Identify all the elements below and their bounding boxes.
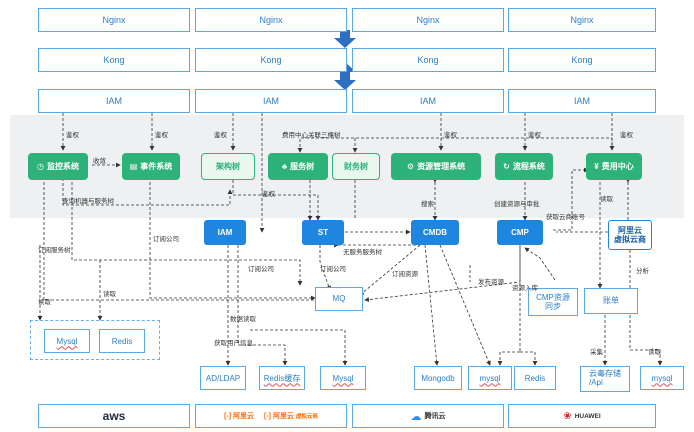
mysql-mid: Mysql	[320, 366, 366, 390]
cost-center: ¥ 费用中心	[586, 153, 642, 180]
label-no-service-tree: 无服务服务树	[343, 249, 382, 256]
mysql-cmdb: mysql	[468, 366, 512, 390]
label-publish-resource: 发布资源	[478, 279, 504, 286]
label-analyze: 分析	[636, 268, 649, 275]
process-system: ↻ 流程系统	[495, 153, 553, 180]
cloud-storage-api: 云毒存储 /Api	[580, 366, 630, 392]
label-sub-service-tree: 订阅服务树	[38, 247, 71, 254]
label-read-1: 读取	[600, 196, 613, 203]
tree-icon: ♣	[281, 162, 288, 171]
aws-cloud: aws	[38, 404, 190, 428]
huawei-label: HUAWEI	[574, 412, 601, 420]
iam-top-box-3: IAM	[352, 89, 504, 113]
label-auth-5: 鉴权	[528, 132, 541, 139]
label-converge: 收敛	[93, 158, 106, 165]
aliyun-bracket-icon: [-]	[224, 413, 232, 420]
nginx-box-1: Nginx	[38, 8, 190, 32]
label-auth-2: 鉴权	[155, 132, 168, 139]
label-resource-in: 资源入库	[512, 285, 538, 292]
label-sub-resource: 订阅资源	[392, 271, 418, 278]
nginx-box-3: Nginx	[352, 8, 504, 32]
iam-core: IAM	[204, 220, 246, 245]
monitor-system: ◷ 监控系统	[28, 153, 88, 180]
resource-mgmt-system: ⚙ 资源管理系统	[391, 153, 481, 180]
redis-left: Redis	[99, 329, 145, 353]
label-auth-4: 鉴权	[444, 132, 457, 139]
aliyun-label-1: 阿里云	[233, 413, 255, 420]
label-sub-company: 订阅公司	[153, 236, 179, 243]
iam-top-box-4: IAM	[508, 89, 656, 113]
iam-top-box-1: IAM	[38, 89, 190, 113]
label-collect: 采集	[590, 349, 603, 356]
cost-center-label: 费用中心	[601, 162, 634, 171]
aliyun-label-2: 阿里云	[272, 413, 294, 420]
aliyun-logo-2: [-] 阿里云 虚拟云商	[264, 411, 318, 421]
label-search: 搜索	[421, 201, 434, 208]
kong-box-2: Kong	[195, 48, 347, 72]
process-system-label: 流程系统	[512, 162, 545, 171]
iam-top-box-2: IAM	[195, 89, 347, 113]
nginx-box-2: Nginx	[195, 8, 347, 32]
ad-ldap: AD/LDAP	[200, 366, 246, 390]
mq-box: MQ	[315, 287, 363, 311]
label-auth-3: 鉴权	[214, 132, 227, 139]
bill-box: 账单	[584, 288, 638, 314]
cmdb-core: CMDB	[411, 220, 459, 245]
label-read-4: 读取	[648, 349, 661, 356]
aliyun-bracket-icon-2: [-]	[264, 413, 272, 420]
service-tree-label: 服务树	[290, 162, 315, 171]
resource-mgmt-label: 资源管理系统	[417, 162, 466, 171]
redis-cmdb: Redis	[514, 366, 556, 390]
label-create-approve: 创建资源与审批	[494, 201, 540, 208]
arch-tree: 架构树	[201, 153, 255, 180]
mysql-right: mysql	[640, 366, 684, 390]
kong-box-1: Kong	[38, 48, 190, 72]
huawei-flower-icon: ❀	[563, 410, 572, 422]
label-query-machine: 查询机器与服务树	[62, 198, 114, 205]
label-auth-st: 鉴权	[262, 191, 275, 198]
aliyun-logo-1: [-] 阿里云	[224, 411, 254, 421]
mongodb: Mongodb	[414, 366, 462, 390]
label-sub-company-2: 订阅公司	[248, 266, 274, 273]
label-data-read: 数据读取	[230, 316, 256, 323]
aliyun-cloud: [-] 阿里云 [-] 阿里云 虚拟云商	[195, 404, 347, 428]
gear-icon: ⚙	[406, 162, 415, 171]
label-cost-link: 费用中心关联三棵树	[282, 132, 341, 139]
cloud-icon: ☁	[410, 410, 422, 423]
st-core: ST	[302, 220, 344, 245]
aws-logo: aws	[102, 409, 126, 423]
kong-box-4: Kong	[508, 48, 656, 72]
aliyun-sub-label: 虚拟云商	[295, 414, 318, 420]
tencent-label: 腾讯云	[424, 413, 446, 420]
redis-cache: Redis缓存	[259, 366, 305, 390]
cmp-core: CMP	[497, 220, 543, 245]
document-icon: ▤	[129, 162, 138, 171]
label-auth-1: 鉴权	[66, 132, 79, 139]
finance-tree: 财务树	[332, 153, 380, 180]
mysql-left: Mysql	[44, 329, 90, 353]
label-sub-company-3: 订阅公司	[320, 266, 346, 273]
label-auth-6: 鉴权	[620, 132, 633, 139]
label-get-user-info: 获取用户信息	[214, 340, 253, 347]
event-system-label: 事件系统	[140, 162, 173, 171]
label-read-3: 读取	[103, 291, 116, 298]
monitor-system-label: 监控系统	[46, 162, 79, 171]
tencent-cloud: ☁ 腾讯云	[352, 404, 504, 428]
cmp-sync-box: CMP资源 同步	[528, 288, 578, 316]
clock-icon: ◷	[37, 162, 44, 171]
event-system: ▤ 事件系统	[122, 153, 180, 180]
label-get-cloud-account: 获取云商账号	[546, 214, 585, 221]
service-tree: ♣ 服务树	[268, 153, 328, 180]
yen-icon: ¥	[594, 162, 599, 171]
nginx-box-4: Nginx	[508, 8, 656, 32]
huawei-cloud: ❀ HUAWEI	[508, 404, 656, 428]
left-storage-group	[30, 320, 160, 360]
kong-box-3: Kong	[352, 48, 504, 72]
label-read-2: 读取	[38, 299, 51, 306]
cycle-icon: ↻	[503, 162, 510, 171]
aliyun-virtual-box: 阿里云 虚拟云商	[608, 220, 652, 250]
